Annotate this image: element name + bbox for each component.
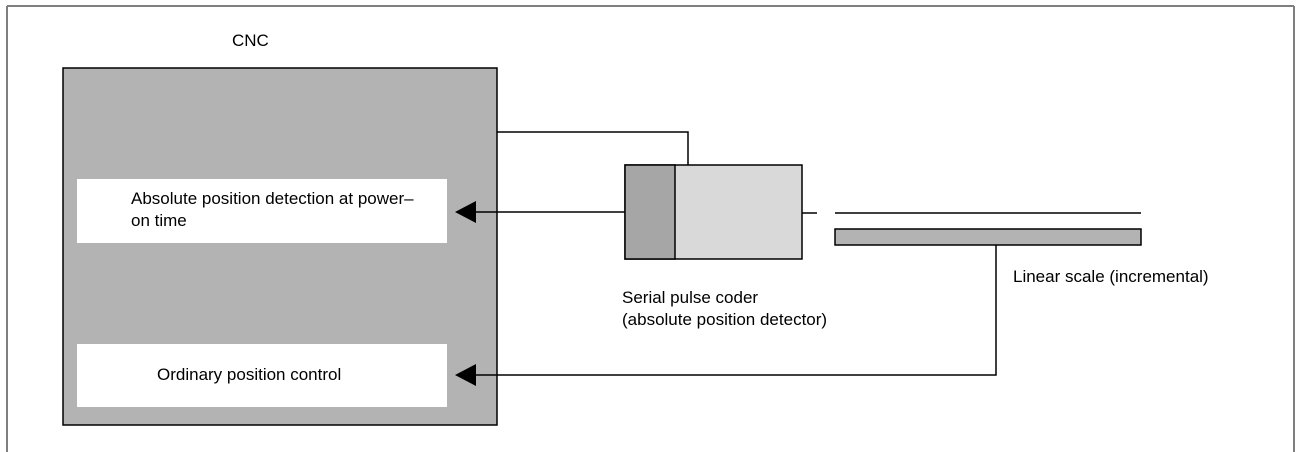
absolute-detection-box: Absolute position detection at power–on … <box>77 179 447 243</box>
absolute-signal-arrowhead <box>455 201 476 223</box>
linear-scale-bar <box>834 228 1142 246</box>
ordinary-signal-line <box>476 245 997 376</box>
absolute-detection-label: Absolute position detection at power–on … <box>131 189 414 230</box>
pulse-coder-cap <box>624 164 676 260</box>
ordinary-signal-arrowhead <box>455 364 476 386</box>
ordinary-control-label: Ordinary position control <box>157 365 342 384</box>
power-feed-line <box>497 131 689 165</box>
pulse-coder-label-line2: (absolute position detector) <box>622 310 828 329</box>
pulse-coder-label-line1: Serial pulse coder <box>622 288 759 307</box>
linear-scale-label: Linear scale (incremental) <box>1013 267 1209 286</box>
cnc-title: CNC <box>232 31 269 50</box>
ordinary-control-box: Ordinary position control <box>77 344 447 407</box>
